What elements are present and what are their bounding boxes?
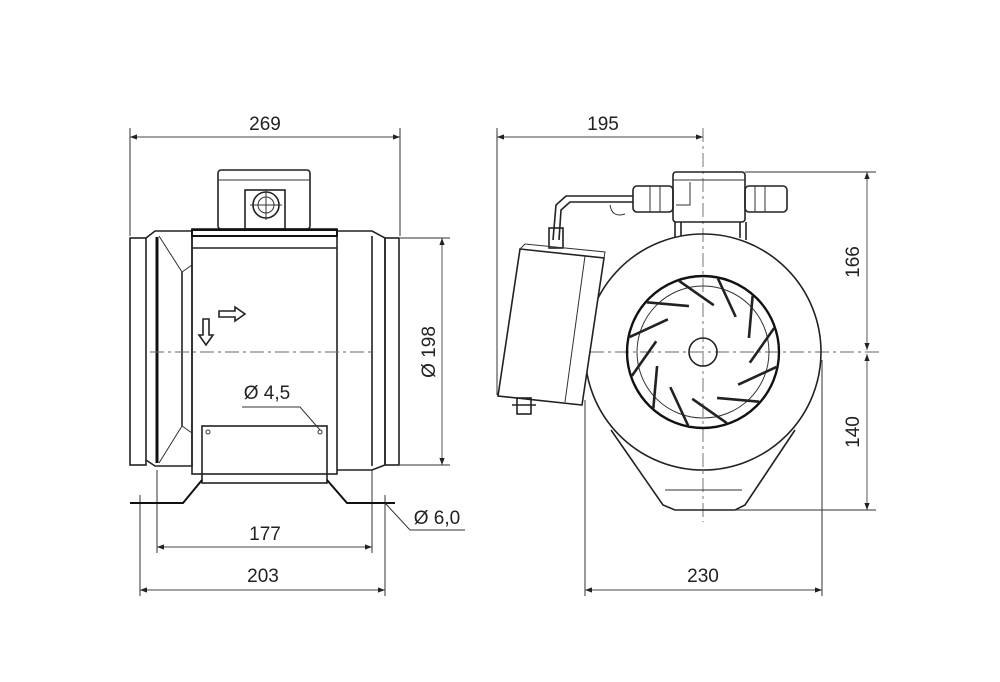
airflow-arrow-icon (218, 305, 247, 323)
dim-mount-hole: Ø 4,5 (244, 383, 290, 404)
dim-height-above-axis: 166 (843, 246, 864, 278)
capacitor (497, 243, 606, 415)
rotation-arrow-icon (197, 318, 215, 347)
impeller-blade (669, 386, 690, 427)
dim-foot-hole: Ø 6,0 (414, 508, 460, 529)
dim-foot-length: 203 (247, 566, 279, 587)
dim-overall-length: 269 (249, 114, 281, 135)
dim-offset-width: 195 (587, 114, 619, 135)
right-foot (326, 479, 395, 504)
top-bracket (217, 169, 311, 230)
dim-height-below-axis: 140 (843, 416, 864, 448)
impeller-blade (630, 340, 658, 377)
left-flange (129, 230, 193, 467)
mounting-plate (201, 425, 328, 484)
housing-base (610, 429, 796, 511)
impeller-blade (646, 301, 690, 308)
impeller-blade (678, 279, 715, 307)
impeller-blade (748, 327, 776, 364)
impeller-blade (716, 396, 760, 403)
dim-hole-spacing: 177 (249, 524, 281, 545)
dim-duct-diameter: Ø 198 (419, 326, 440, 378)
impeller-blade (628, 318, 669, 339)
side-view: 269 Ø 4,5 (129, 114, 465, 596)
left-cable-gland (632, 185, 674, 213)
impeller-blade (747, 295, 754, 339)
impeller-blade (737, 365, 778, 386)
dim-overall-width: 230 (687, 566, 719, 587)
impeller-blades (628, 277, 778, 427)
motor-body (191, 228, 338, 475)
capacitor-cable (552, 195, 633, 241)
impeller-blade (691, 397, 728, 425)
impeller-blade (652, 365, 659, 409)
right-flange (337, 230, 400, 471)
left-foot (130, 479, 203, 504)
right-cable-gland (744, 185, 788, 213)
front-view: 195 (496, 114, 880, 596)
impeller-ring (625, 274, 781, 430)
impeller-blade (716, 277, 737, 318)
motor-hub (688, 337, 718, 367)
extension-lines (129, 128, 450, 596)
